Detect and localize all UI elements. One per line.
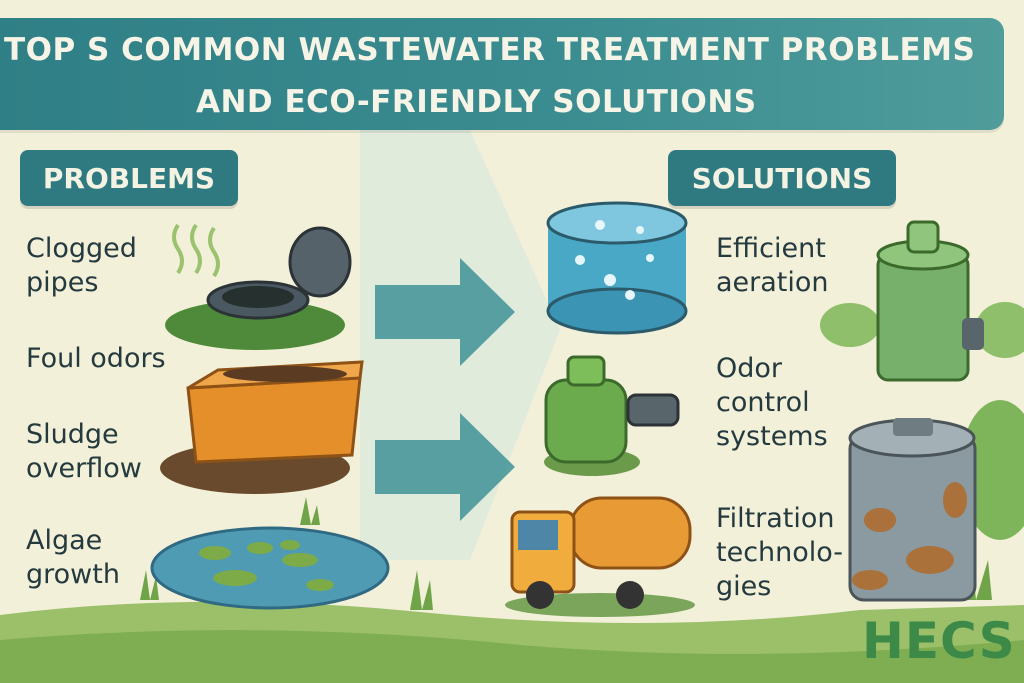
problem-label-algae-growth: Algae growth — [26, 525, 120, 590]
aeration-tank-icon — [546, 201, 688, 335]
green-tank-icon — [876, 220, 984, 382]
problems-heading: PROBLEMS — [20, 150, 238, 206]
arrow-right-icon — [375, 258, 515, 366]
clogged-pipe-icon — [165, 226, 352, 350]
title-banner — [0, 18, 1004, 130]
brand-logo-text: HECS — [862, 612, 1016, 670]
solutions-heading: SOLUTIONS — [668, 150, 896, 206]
page-title-line-2: AND ECO-FRIENDLY SOLUTIONS — [196, 84, 757, 120]
problem-label-sludge-overflow: Sludge overflow — [26, 419, 142, 484]
page-title-line-1: TOP S COMMON WASTEWATER TREATMENT PROBLE… — [4, 32, 976, 68]
sludge-bin-icon — [160, 360, 364, 494]
problem-label-clogged-pipes: Clogged pipes — [26, 233, 137, 298]
problem-label-foul-odors: Foul odors — [26, 343, 166, 374]
rusty-tank-icon — [848, 418, 977, 602]
solution-label-efficient-aeration: Efficient aeration — [716, 233, 829, 298]
solution-label-filtration: Filtration technolo- gies — [716, 503, 844, 602]
arrow-right-icon — [375, 413, 515, 521]
algae-pond-icon — [150, 526, 390, 610]
odor-pump-icon — [544, 355, 680, 476]
truck-icon — [505, 496, 695, 617]
solution-label-odor-control: Odor control systems — [716, 353, 828, 452]
